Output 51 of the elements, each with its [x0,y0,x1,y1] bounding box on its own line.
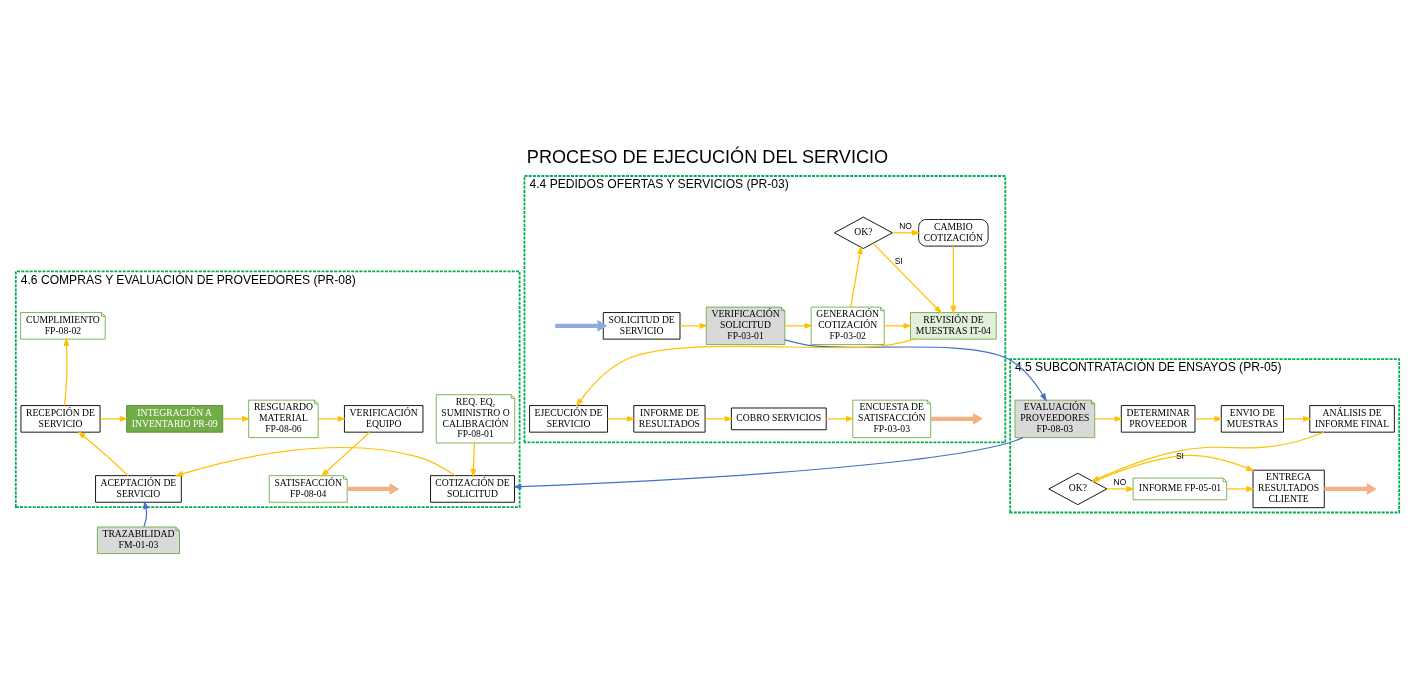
arrow [784,339,1047,402]
arrow [784,322,813,329]
node-box: RECEPCIÓN DE SERVICIO [20,405,101,433]
node-box: EJECUCIÓN DE SERVICIO [529,405,608,433]
arrow [1194,415,1223,422]
diagram-title: PROCESO DE EJECUCIÓN DEL SERVICIO [526,147,889,168]
arrow [850,245,863,308]
arrow [930,412,983,425]
arrow [1324,482,1377,495]
arrow [320,431,371,477]
node-box: SOLICITUD DE SERVICIO [602,312,681,340]
arrow [892,229,921,236]
arrow [512,437,1024,490]
arrow [174,447,456,477]
arrow [470,442,477,478]
arrow [317,415,347,422]
arrow [99,415,129,422]
arrow [143,500,150,528]
arrow [825,415,855,422]
arrow [77,431,129,477]
arrow [679,322,709,329]
arrow [606,415,636,422]
node-box: ANÁLISIS DE INFORME FINAL [1309,405,1395,433]
node-box: INTEGRACIÓN A INVENTARIO PR-09 [126,405,224,433]
node-box: CAMBIO COTIZACIÓN [918,219,989,247]
arrow [950,245,957,315]
node-box: COTIZACIÓN DE SOLICITUD [430,475,515,503]
arrow [575,338,916,407]
node-box: VERIFICACIÓN EQUIPO [343,405,424,433]
node-box: ACEPTACIÓN DE SERVICIO [95,475,182,503]
node-box: ENTREGA RESULTADOS CLIENTE [1252,469,1325,509]
arrow [872,242,943,314]
edge-label: SI [894,256,903,267]
arrow [704,415,734,422]
node-box: ENVIO DE MUESTRAS [1220,405,1284,433]
arrow [63,337,70,406]
node-box: COBRO SERVICIOS [730,407,827,431]
edge-label: NO [1113,476,1127,487]
node-box: REVISIÓN DE MUESTRAS IT-04 [910,312,997,340]
arrow [1106,485,1135,492]
edge-label: NO [899,220,912,231]
arrow [883,322,913,329]
arrow [1282,415,1312,422]
arrow [1094,415,1124,422]
arrow [347,482,400,495]
node-box: DETERMINAR PROVEEDOR [1120,405,1196,433]
node-diamond: OK? [833,216,893,249]
node-box: INFORME DE RESULTADOS [633,405,706,433]
arrow [222,415,251,422]
arrow [555,319,608,332]
arrow [1226,485,1255,492]
